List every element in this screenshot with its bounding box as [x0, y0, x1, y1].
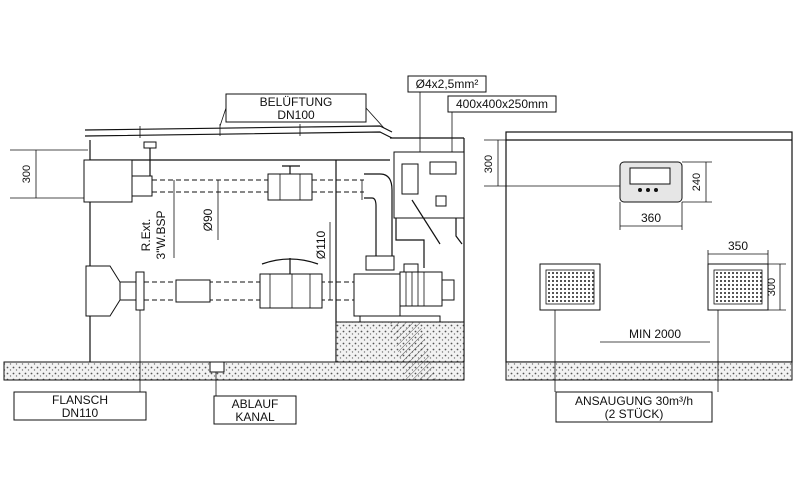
control-box	[393, 151, 465, 268]
dim-240-text: 240	[691, 173, 703, 191]
skimmer-unit	[83, 141, 157, 203]
ground	[3, 321, 465, 381]
suction-pipe-top	[152, 165, 364, 201]
label-phi90: Ø90	[201, 180, 219, 240]
phi90-text: Ø90	[201, 208, 215, 231]
phi110-text: Ø110	[314, 230, 328, 259]
vertical-pipe	[361, 173, 393, 270]
rext-line1: R.Ext.	[139, 219, 153, 252]
dimension-min-2000: MIN 2000	[554, 310, 719, 392]
label-box-size: 400x400x250mm	[447, 95, 557, 152]
label-phi110: Ø110	[314, 222, 331, 300]
label-flansch: FLANSCH DN110	[13, 310, 147, 421]
pump	[353, 255, 455, 323]
flange-nozzle	[85, 265, 145, 317]
dimension-350: 350	[707, 239, 769, 264]
min-2000-text: MIN 2000	[629, 327, 681, 341]
dim-300-left-text: 300	[21, 165, 33, 183]
ansaugung-line2: (2 STÜCK)	[605, 407, 664, 421]
dim-300-grate-text: 300	[766, 278, 778, 296]
dimension-300-left: 300	[10, 149, 88, 199]
box-size-text: 400x400x250mm	[456, 97, 548, 111]
control-panel-front: 240 360	[619, 161, 712, 230]
ablauf-line2: KANAL	[235, 410, 275, 424]
rext-line2: 3"W.BSP	[154, 211, 168, 260]
label-ablauf: ABLAUF KANAL	[213, 372, 297, 425]
cable-text: Ø4x2,5mm²	[416, 77, 479, 91]
beluftung-line2: DN100	[277, 108, 315, 122]
flansch-line1: FLANSCH	[52, 393, 108, 407]
flansch-line2: DN110	[62, 406, 99, 420]
label-rext: R.Ext. 3"W.BSP	[139, 180, 175, 260]
ansaugung-line1: ANSAUGUNG 30m³/h	[575, 394, 693, 408]
ventilation-pipe	[84, 124, 393, 139]
dimension-300-grate: 300	[766, 263, 786, 311]
dim-350-text: 350	[728, 239, 748, 253]
label-cable: Ø4x2,5mm²	[407, 75, 487, 152]
beluftung-line1: BELÜFTUNG	[260, 95, 333, 109]
suction-grate-left	[539, 263, 601, 311]
dim-300-right-text: 300	[483, 155, 495, 173]
return-pipe-bottom	[144, 258, 354, 309]
ablauf-line1: ABLAUF	[232, 397, 279, 411]
dim-360-text: 360	[641, 211, 661, 225]
label-beluftung: BELÜFTUNG DN100	[219, 93, 385, 129]
label-ansaugung: ANSAUGUNG 30m³/h (2 STÜCK)	[555, 391, 713, 423]
suction-grate-right	[707, 263, 769, 311]
dimension-300-right: 300	[483, 139, 620, 187]
